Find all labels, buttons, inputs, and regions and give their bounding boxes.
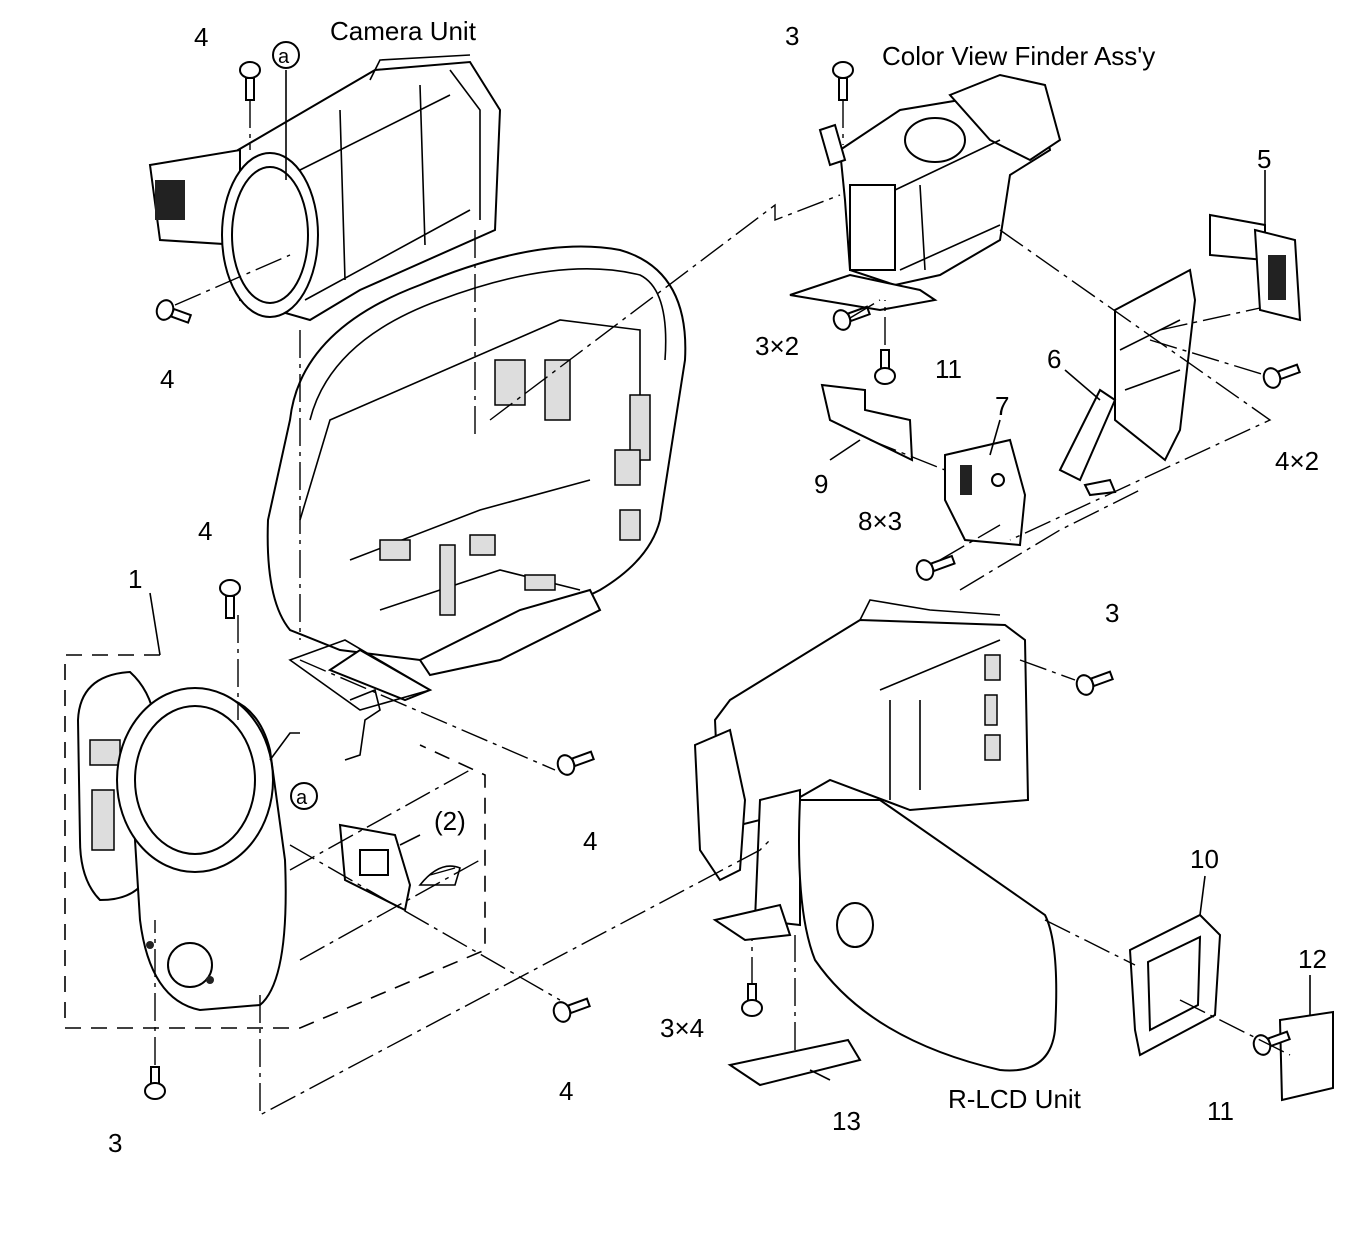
screw-3x2 xyxy=(832,305,871,331)
part-9-sheet xyxy=(820,383,914,462)
callout-4-bottom: 4 xyxy=(559,1076,573,1106)
r-lcd-unit xyxy=(693,599,1058,1072)
callout-11-vf: 11 xyxy=(935,354,962,384)
callout-11-bottom: 11 xyxy=(1207,1096,1234,1126)
callout-3x2: 3×2 xyxy=(755,331,799,361)
assembly-lines xyxy=(149,70,1311,1117)
callout-a-bottom: a xyxy=(296,787,308,809)
callout-4-top: 4 xyxy=(194,22,208,52)
camera-unit xyxy=(148,54,502,322)
callout-3-vf: 3 xyxy=(785,21,799,51)
screw-3-vf xyxy=(832,61,854,101)
color-view-finder-assy xyxy=(789,73,1062,312)
screw-11-bottom xyxy=(1252,1030,1291,1056)
callout-1: 1 xyxy=(128,564,142,594)
callout-4-front: 4 xyxy=(583,826,597,856)
callout-3x4: 3×4 xyxy=(660,1013,704,1043)
screw-3x4 xyxy=(741,983,763,1017)
screw-4-mid xyxy=(556,750,595,776)
callout-8x3: 8×3 xyxy=(858,506,902,536)
callout-5: 5 xyxy=(1257,144,1271,174)
part-5-connector xyxy=(1209,213,1302,322)
callout-2: (2) xyxy=(434,806,466,836)
screw-4-left xyxy=(155,299,193,324)
part-12-sheet xyxy=(1278,1010,1334,1102)
callout-13: 13 xyxy=(832,1106,861,1136)
callout-6: 6 xyxy=(1047,344,1061,374)
part-1-front-cover xyxy=(76,670,287,1012)
part-1-group-box xyxy=(64,654,486,1029)
part-7-board xyxy=(944,438,1027,547)
callout-9: 9 xyxy=(814,469,828,499)
part-6-bracket xyxy=(1058,268,1197,497)
callout-a-bottom-circle xyxy=(290,782,318,810)
screws xyxy=(144,61,1301,1100)
screw-11-vf xyxy=(874,349,896,385)
screw-4-cover xyxy=(219,579,241,619)
screw-3-right xyxy=(1075,670,1114,696)
screw-3-bottom xyxy=(144,1066,166,1100)
callout-a-top: a xyxy=(278,46,290,68)
main-chassis xyxy=(266,245,687,702)
callout-10: 10 xyxy=(1190,844,1219,874)
callout-3-bottom: 3 xyxy=(108,1128,122,1158)
screw-4-bottom xyxy=(552,997,591,1023)
screw-8x3 xyxy=(915,554,956,581)
part-13-sheet xyxy=(727,1038,862,1087)
callout-4x2: 4×2 xyxy=(1275,446,1319,476)
title-camera-unit: Camera Unit xyxy=(330,16,477,46)
title-r-lcd-unit: R-LCD Unit xyxy=(948,1084,1082,1114)
title-view-finder: Color View Finder Ass'y xyxy=(882,41,1155,71)
part-10-frame xyxy=(1128,913,1222,1057)
callout-12: 12 xyxy=(1298,944,1327,974)
callout-4-left: 4 xyxy=(160,364,174,394)
callout-3-right: 3 xyxy=(1105,598,1119,628)
callout-4-mid: 4 xyxy=(198,516,212,546)
screw-4-top xyxy=(239,61,261,101)
screw-4x2 xyxy=(1262,363,1301,389)
callout-7: 7 xyxy=(995,391,1009,421)
part-2-switch xyxy=(338,688,461,912)
labels: Camera Unit Color View Finder Ass'y R-LC… xyxy=(108,16,1327,1158)
callout-a-top-circle xyxy=(272,41,300,69)
